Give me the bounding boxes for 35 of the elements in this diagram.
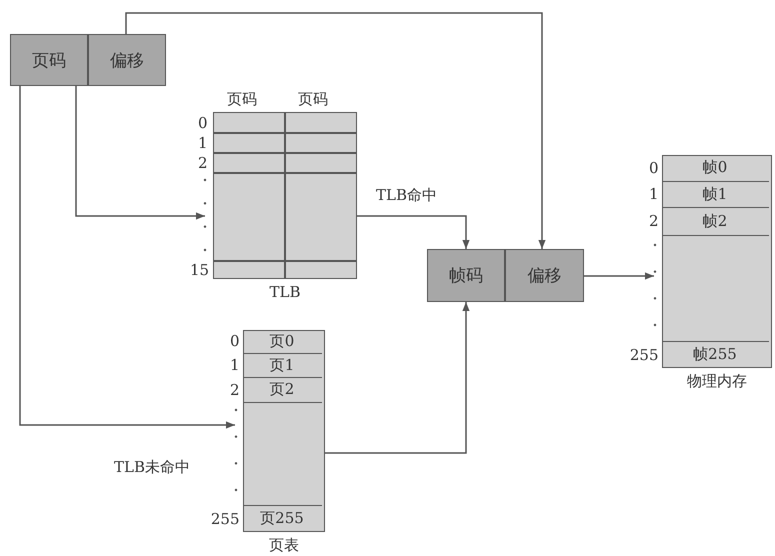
row-number: 1: [648, 185, 658, 203]
row-label: 帧255: [693, 345, 737, 364]
address-field: 页码: [10, 34, 88, 86]
row-number: 2: [230, 380, 240, 398]
row-number: 2: [198, 154, 208, 172]
arrow: [325, 302, 470, 454]
arrow: [19, 86, 235, 429]
table-caption: 页表: [268, 536, 300, 555]
column-header: 页码: [298, 90, 328, 109]
address-field: 偏移: [88, 34, 166, 86]
table-caption: TLB: [268, 283, 302, 301]
row-number: 255: [630, 346, 658, 364]
row-label: 页0: [270, 332, 294, 350]
row-label: 帧0: [702, 158, 728, 177]
row-number: 15: [190, 261, 210, 279]
arrow: [357, 215, 470, 249]
row-label: 帧2: [702, 212, 728, 230]
arrow: [75, 86, 205, 220]
row-number: 0: [198, 114, 208, 132]
row-number: 2: [648, 212, 658, 230]
row-label: 页2: [270, 380, 294, 399]
row-label: 页255: [260, 509, 304, 528]
address-field: 偏移: [505, 249, 584, 302]
row-number: 255: [210, 510, 240, 528]
row-number: 1: [230, 356, 240, 374]
row-number: 0: [648, 158, 658, 176]
column-header: 页码: [227, 90, 257, 109]
row-number: 0: [230, 332, 240, 350]
row-number: 1: [198, 134, 208, 152]
address-field: 帧码: [427, 249, 505, 302]
arrow: [125, 12, 546, 249]
row-label: 页1: [270, 356, 294, 374]
arrow: [584, 272, 654, 280]
table-caption: 物理内存: [686, 372, 748, 391]
row-label: 帧1: [702, 184, 728, 204]
